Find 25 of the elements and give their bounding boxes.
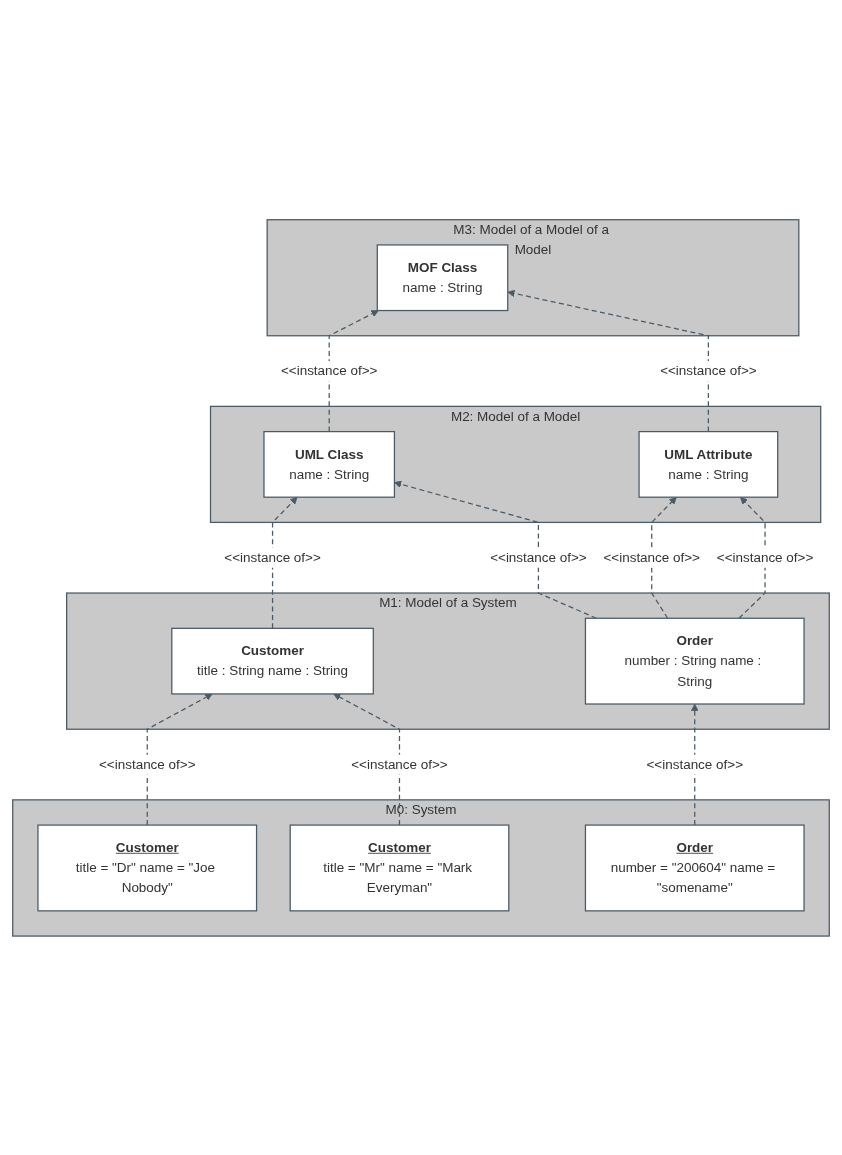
node-box: UML Class name : String (263, 430, 396, 498)
edge-label: <<instance of>> (224, 549, 321, 565)
edge-label: <<instance of>> (646, 756, 743, 771)
node-box: Customer title : String name : String (171, 627, 374, 695)
edge-label: <<instance of>> (603, 549, 700, 565)
edge-label: <<instance of>> (99, 756, 196, 771)
edge-label: <<instance of>> (490, 549, 587, 565)
node-box: Customer title = "Dr" name = "Joe Nobody" (37, 824, 258, 912)
arrow (328, 309, 379, 432)
edge-label: <<instance of>> (660, 363, 757, 378)
node-box: UML Attribute name : String (638, 430, 779, 498)
node-box: Order number : String name : String (584, 617, 805, 705)
node-box: MOF Class name : String (376, 243, 509, 311)
edge-label: <<instance of>> (280, 363, 378, 378)
edge-label: <<instance of>> (716, 549, 814, 565)
arrow (271, 496, 298, 629)
arrow (507, 289, 709, 432)
arrow (146, 693, 213, 826)
node-box: Order number = "200604" name = "somename" (584, 824, 805, 912)
node-box: Customer title = "Mr" name = "Mark Everyman" (289, 824, 510, 912)
arrow (333, 693, 401, 826)
arrow (651, 496, 677, 619)
arrow (738, 496, 766, 619)
arrow (691, 703, 699, 826)
edge-label: <<instance of>> (351, 756, 448, 771)
